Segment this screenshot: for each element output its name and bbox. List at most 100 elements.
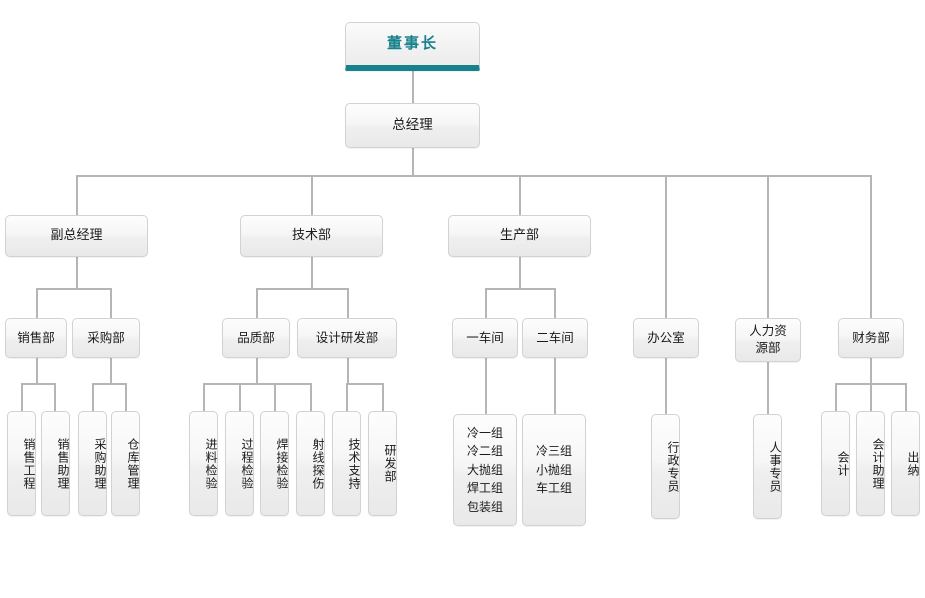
connector-purchase-dept-down [110, 358, 112, 384]
connector-to-sales-engineer [21, 383, 23, 411]
node-workshop-2-label: 二车间 [536, 330, 574, 345]
node-rd-section-label: 研发部 [383, 444, 397, 483]
node-chairman-label: 董事长 [386, 34, 438, 53]
node-accounting-assistant[interactable]: 会计助理 [856, 411, 885, 516]
node-radiographic-testing[interactable]: 射线探伤 [296, 411, 325, 516]
node-purchase-assistant[interactable]: 采购助理 [78, 411, 107, 516]
node-production-dept[interactable]: 生产部 [448, 215, 591, 257]
node-cashier[interactable]: 出纳 [891, 411, 920, 516]
node-design-rd-dept-label: 设计研发部 [315, 330, 379, 345]
node-sales-dept[interactable]: 销售部 [5, 318, 67, 358]
node-sales-engineer-label: 销售工程 [22, 437, 36, 490]
node-accounting-assistant-label: 会计助理 [871, 437, 885, 490]
node-sales-assistant[interactable]: 销售助理 [41, 411, 70, 516]
node-sales-dept-label: 销售部 [17, 330, 55, 345]
node-hr-dept[interactable]: 人力资 源部 [735, 318, 801, 362]
node-accountant[interactable]: 会计 [821, 411, 850, 516]
node-general-manager[interactable]: 总经理 [345, 103, 480, 148]
node-quality-dept-label: 品质部 [237, 330, 275, 345]
connector-to-purchase-assistant [92, 383, 94, 411]
node-workshop-2-teams[interactable]: 冷三组 小抛组 车工组 [522, 414, 586, 526]
connector-to-quality-dept [256, 288, 258, 318]
node-office-label: 办公室 [647, 330, 685, 345]
connector-to-workshop-2 [554, 288, 556, 318]
node-tech-dept[interactable]: 技术部 [240, 215, 383, 257]
node-chairman[interactable]: 董事长 [345, 22, 480, 71]
node-incoming-inspection[interactable]: 进料检验 [189, 411, 218, 516]
connector-to-accounting-assistant [870, 383, 872, 411]
node-workshop-1-teams-label: 冷一组 冷二组 大抛组 焊工组 包装组 [466, 425, 503, 514]
connector-workshop-2-down [554, 358, 556, 414]
node-sales-assistant-label: 销售助理 [56, 437, 70, 490]
connector-sales-dept-bus [21, 383, 54, 385]
node-office[interactable]: 办公室 [633, 318, 699, 358]
connector-design-rd-bus [346, 383, 382, 385]
node-purchase-assistant-label: 采购助理 [93, 437, 107, 490]
node-process-inspection[interactable]: 过程检验 [225, 411, 254, 516]
node-tech-dept-label: 技术部 [291, 227, 331, 243]
connector-to-workshop-1 [485, 288, 487, 318]
connector-workshop-1-down [485, 358, 487, 414]
connector-bus-to-tech-dept [311, 175, 313, 215]
connector-bus-to-finance-dept [870, 175, 872, 318]
node-workshop-1-teams[interactable]: 冷一组 冷二组 大抛组 焊工组 包装组 [453, 414, 517, 526]
connector-bus-to-office [665, 175, 667, 318]
connector-to-process-inspection [239, 383, 241, 411]
node-welding-inspection-label: 焊接检验 [275, 437, 289, 490]
connector-main-bus [76, 175, 871, 177]
node-finance-dept[interactable]: 财务部 [838, 318, 904, 358]
connector-deputy-gm-bus [36, 288, 112, 290]
node-design-rd-dept[interactable]: 设计研发部 [297, 318, 397, 358]
connector-to-warehouse-mgmt [125, 383, 127, 411]
connector-tech-dept-bus [256, 288, 348, 290]
connector-deputy-gm-down [76, 257, 78, 289]
connector-to-incoming-inspection [203, 383, 205, 411]
node-accountant-label: 会计 [836, 450, 850, 477]
node-admin-officer[interactable]: 行政专员 [651, 414, 680, 519]
node-workshop-2[interactable]: 二车间 [522, 318, 588, 358]
node-rd-section[interactable]: 研发部 [368, 411, 397, 516]
node-deputy-gm[interactable]: 副总经理 [5, 215, 148, 257]
connector-quality-dept-bus [203, 383, 310, 385]
node-purchase-dept[interactable]: 采购部 [72, 318, 140, 358]
node-warehouse-mgmt-label: 仓库管理 [126, 437, 140, 490]
connector-chairman-to-gm [412, 71, 414, 103]
node-general-manager-label: 总经理 [392, 116, 433, 133]
connector-bus-to-deputy-gm [76, 175, 78, 215]
node-finance-dept-label: 财务部 [852, 330, 890, 345]
node-tech-support[interactable]: 技术支持 [332, 411, 361, 516]
connector-to-radiographic-testing [310, 383, 312, 411]
connector-quality-dept-down [256, 358, 258, 384]
connector-bus-to-production-dept [519, 175, 521, 215]
connector-purchase-dept-bus [92, 383, 125, 385]
connector-gm-down [412, 148, 414, 176]
node-warehouse-mgmt[interactable]: 仓库管理 [111, 411, 140, 516]
node-hr-officer-label: 人事专员 [768, 440, 782, 493]
connector-production-dept-down [519, 257, 521, 289]
node-workshop-1[interactable]: 一车间 [452, 318, 518, 358]
node-purchase-dept-label: 采购部 [87, 330, 125, 345]
connector-tech-dept-down [311, 257, 313, 289]
node-incoming-inspection-label: 进料检验 [204, 437, 218, 490]
connector-to-design-rd-dept [347, 288, 349, 318]
node-process-inspection-label: 过程检验 [240, 437, 254, 490]
connector-design-rd-down [347, 358, 349, 384]
connector-office-down [665, 358, 667, 414]
node-hr-officer[interactable]: 人事专员 [753, 414, 782, 519]
node-workshop-1-label: 一车间 [466, 330, 504, 345]
connector-to-purchase-dept [110, 288, 112, 318]
node-welding-inspection[interactable]: 焊接检验 [260, 411, 289, 516]
node-tech-support-label: 技术支持 [347, 437, 361, 490]
connector-bus-to-hr-dept [767, 175, 769, 318]
node-quality-dept[interactable]: 品质部 [222, 318, 290, 358]
node-workshop-2-teams-label: 冷三组 小抛组 车工组 [535, 444, 572, 496]
node-sales-engineer[interactable]: 销售工程 [7, 411, 36, 516]
node-radiographic-testing-label: 射线探伤 [311, 437, 325, 490]
connector-to-sales-assistant [54, 383, 56, 411]
node-production-dept-label: 生产部 [499, 227, 539, 243]
connector-to-rd-section [382, 383, 384, 411]
connector-to-welding-inspection [274, 383, 276, 411]
connector-production-dept-bus [485, 288, 555, 290]
connector-to-sales-dept [36, 288, 38, 318]
